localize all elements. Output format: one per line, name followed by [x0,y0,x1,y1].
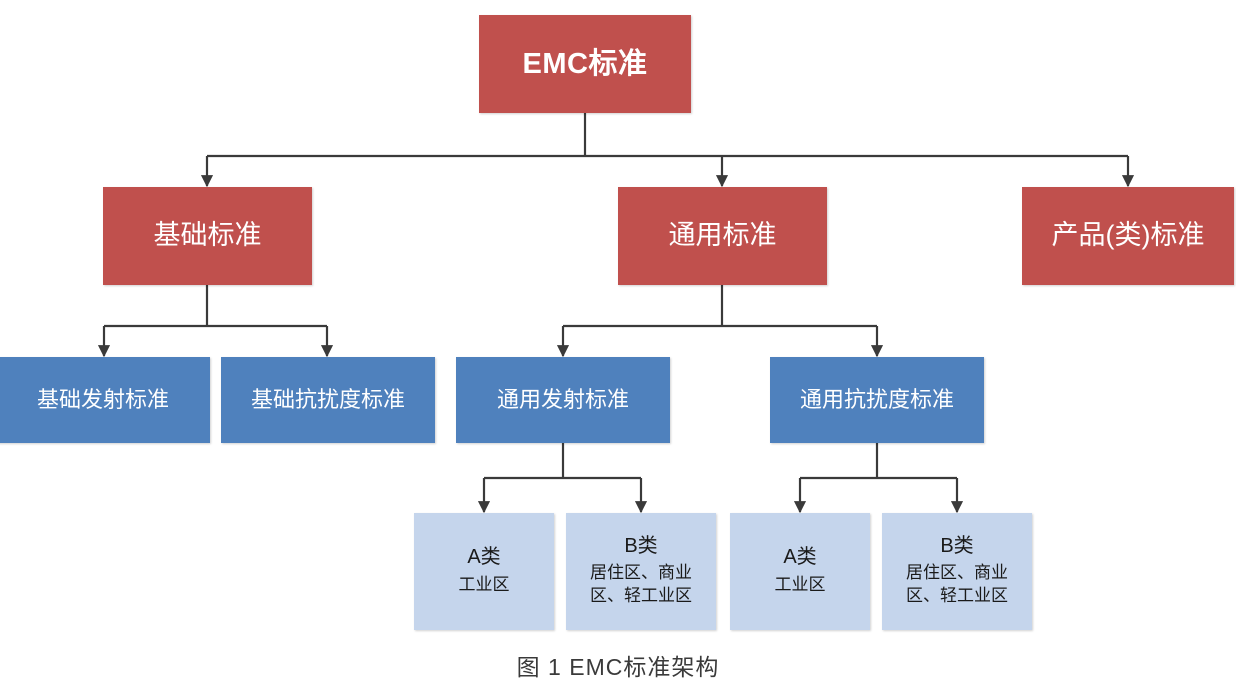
node-generic-standard[interactable]: 通用标准 [618,187,827,285]
node-description: 居住区、商业区、轻工业区 [906,563,1008,606]
node-label: 通用发射标准 [496,387,629,413]
node-class-b-generic-emission[interactable]: B类 居住区、商业区、轻工业区 [566,513,716,630]
node-description: 居住区、商业区、轻工业区 [590,563,692,606]
node-product-standard[interactable]: 产品(类)标准 [1022,187,1234,285]
node-description: 工业区 [774,574,826,594]
node-title: A类 [467,546,501,569]
node-basic-emission-standard[interactable]: 基础发射标准 [0,357,210,443]
node-generic-emission-standard[interactable]: 通用发射标准 [456,357,670,443]
node-emc-standard[interactable]: EMC标准 [479,15,691,113]
node-title: A类 [783,546,817,569]
node-label: 基础抗扰度标准 [250,387,405,413]
node-label: 通用标准 [668,220,777,251]
node-label: 通用抗扰度标准 [799,387,954,413]
node-label: 产品(类)标准 [1051,220,1205,251]
node-basic-immunity-standard[interactable]: 基础抗扰度标准 [221,357,435,443]
node-label: 基础发射标准 [36,387,169,413]
node-class-a-generic-immunity[interactable]: A类 工业区 [730,513,870,630]
node-basic-standard[interactable]: 基础标准 [103,187,312,285]
node-label: 基础标准 [153,220,262,251]
node-class-a-generic-emission[interactable]: A类 工业区 [414,513,554,630]
node-label: EMC标准 [522,47,648,80]
figure-caption: 图 1 EMC标准架构 [516,654,720,680]
node-title: B类 [624,534,658,557]
node-class-b-generic-immunity[interactable]: B类 居住区、商业区、轻工业区 [882,513,1032,630]
node-generic-immunity-standard[interactable]: 通用抗扰度标准 [770,357,984,443]
node-description: 工业区 [458,574,510,594]
node-title: B类 [940,534,974,557]
